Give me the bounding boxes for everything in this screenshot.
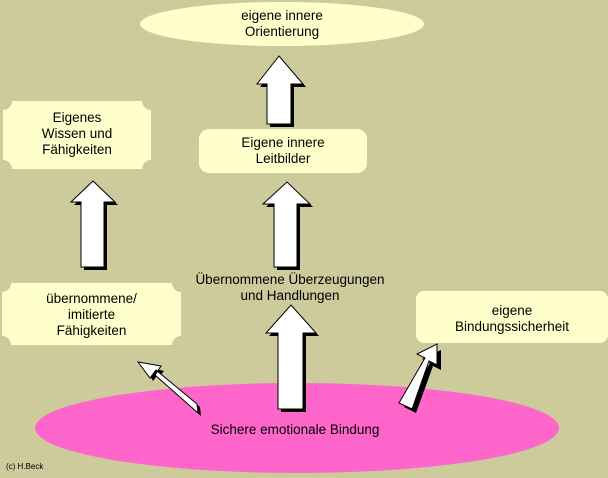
attachment-security-box bbox=[416, 291, 608, 343]
arrow-to-adopted-beliefs bbox=[264, 304, 319, 412]
arrow-to-top-ellipse bbox=[255, 55, 306, 127]
inner-models-box bbox=[199, 129, 367, 173]
top-ellipse-shape bbox=[140, 2, 424, 46]
copyright-text: (c) H.Beck bbox=[6, 462, 44, 471]
secure-bond-label: Sichere emotionale Bindung bbox=[210, 422, 380, 437]
own-knowledge-label: Eigenes Wissen und Fähigkeiten bbox=[41, 110, 113, 157]
arrow-to-attachment-security bbox=[398, 343, 441, 413]
top-ellipse-label: eigene innere Orientierung bbox=[241, 8, 323, 39]
bottom-ellipse-shape bbox=[35, 383, 559, 473]
arrow-to-own-knowledge bbox=[69, 180, 118, 270]
arrow-to-inner-models bbox=[261, 181, 313, 270]
attachment-security-label: eigene Bindungssicherheit bbox=[454, 303, 570, 334]
adopted-skills-label: übernommene/ imitierte Fähigkeiten bbox=[46, 291, 137, 338]
own-knowledge-box bbox=[3, 101, 151, 169]
inner-models-label: Eigene innere Leitbilder bbox=[241, 135, 325, 166]
arrow-to-adopted-skills bbox=[136, 361, 201, 416]
adopted-skills-box bbox=[2, 283, 181, 345]
adopted-beliefs-label: Übernommene Überzeugungen und Handlungen bbox=[195, 272, 385, 303]
